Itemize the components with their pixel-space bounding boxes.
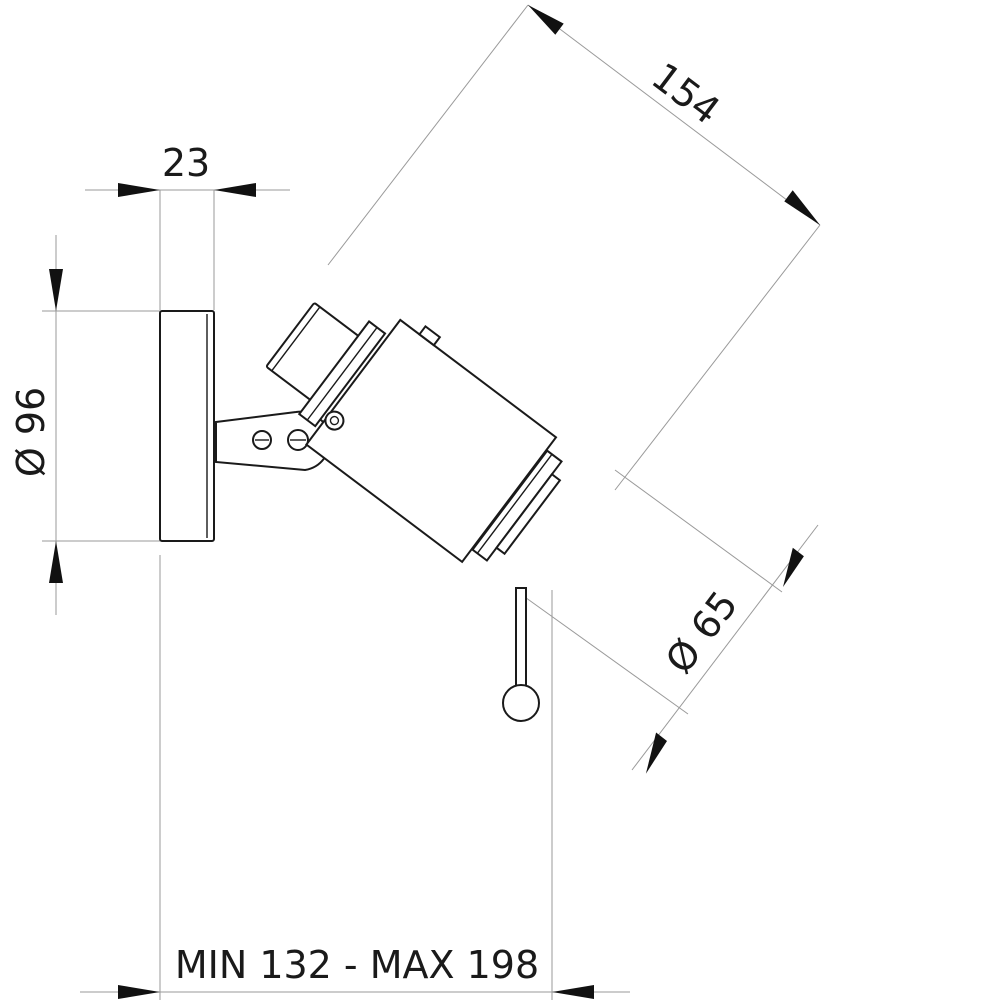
arrowheads [49, 5, 820, 999]
arrow-projection-left [118, 985, 160, 999]
depth-dimension-label: 23 [162, 141, 210, 185]
arrow-head-top [783, 547, 804, 587]
arrow-depth-right [214, 183, 256, 197]
pull-switch [502, 587, 540, 722]
arrow-depth-left [118, 183, 160, 197]
swivel-bracket [215, 410, 331, 472]
projection-dimension-label: MIN 132 - MAX 198 [175, 943, 539, 987]
arrow-length-top [528, 5, 564, 35]
pull-knob-icon [502, 684, 540, 722]
arrow-head-bottom [645, 732, 667, 774]
extension-lines [42, 4, 821, 1000]
head-diameter-label: Ø 65 [657, 583, 747, 682]
arrow-projection-right [552, 985, 594, 999]
arrow-base-bottom [49, 541, 63, 583]
base-diameter-label: Ø 96 [9, 387, 53, 477]
head-screw-icon [324, 410, 345, 431]
lamp-head [265, 302, 563, 564]
arrow-base-top [49, 269, 63, 311]
arrow-length-bottom [784, 190, 820, 225]
wall-base [159, 310, 215, 542]
head-length-label: 154 [644, 54, 728, 133]
